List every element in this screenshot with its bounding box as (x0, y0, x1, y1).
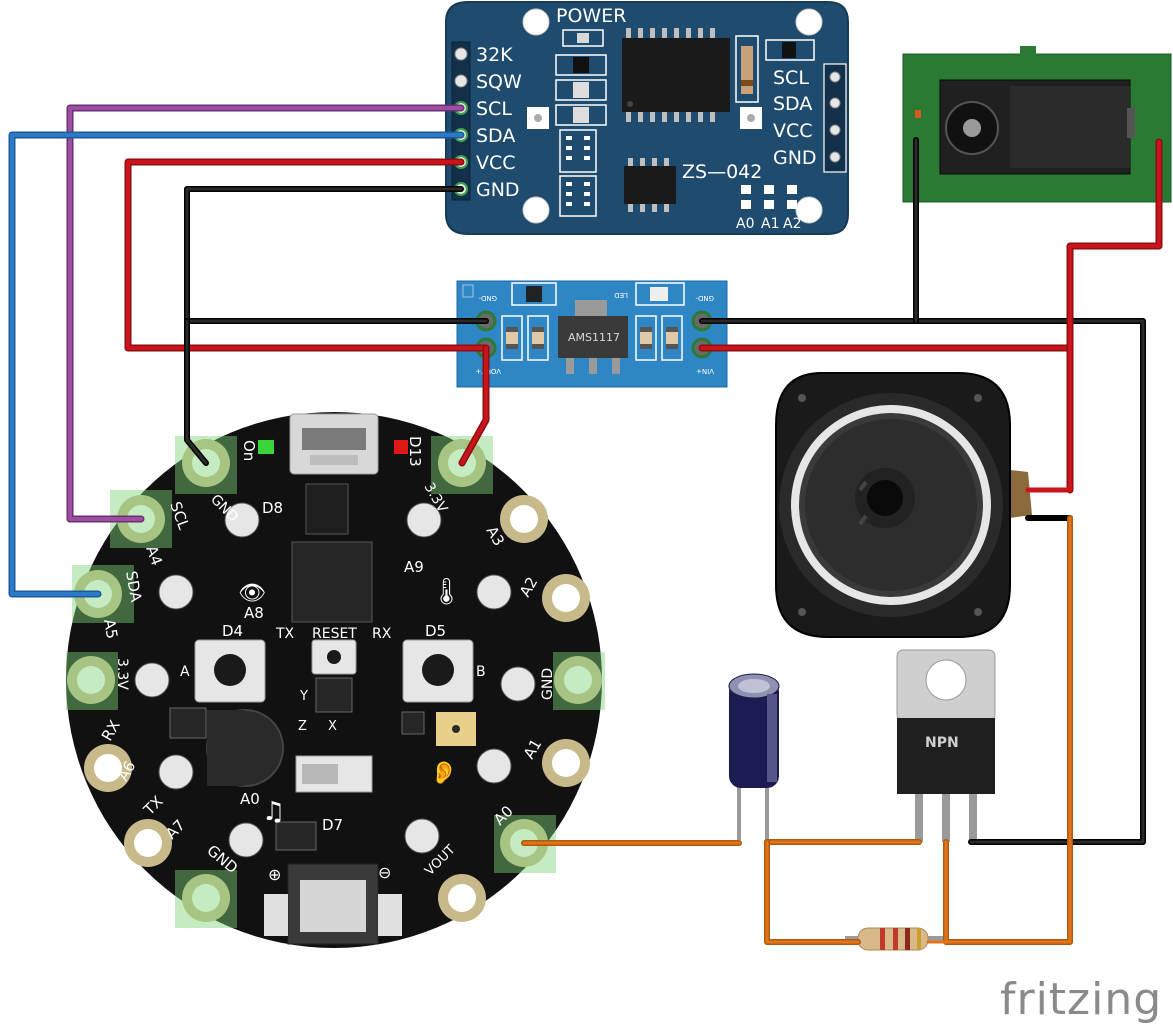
wire-vcc (124, 158, 490, 467)
rtc-pin-sqw: SQW (476, 71, 522, 93)
reg-gnd-in-label: GND- (478, 294, 497, 302)
reg-gnd-out-label: GND- (695, 294, 714, 302)
cpx-label-d8: D8 (262, 499, 283, 517)
cpx-pad-a4: A4 (142, 543, 166, 568)
rtc-right-pin-sda: SDA (773, 93, 812, 115)
cpx-label-d7: D7 (322, 816, 343, 834)
rtc-addr-a1: A1 (761, 216, 779, 232)
cpx-label-reset: RESET (312, 626, 357, 642)
wires (8, 104, 1163, 945)
cpx-label-rx: RX (372, 626, 392, 642)
rtc-pin-scl: SCL (476, 98, 512, 120)
rtc-pin-32k: 32K (476, 44, 513, 66)
cpx-label-btn-a: A (180, 664, 190, 680)
rtc-power-label: POWER (556, 5, 626, 27)
dc-jack-board (902, 46, 1172, 203)
rtc-addr-a2: A2 (783, 216, 801, 232)
cpx-label-d5: D5 (425, 622, 446, 640)
cpx-board: On D13 D8 D4 D5 D7 TX RESET RX A8 A9 A B… (66, 412, 605, 948)
thermometer-icon: 🌡 (430, 577, 463, 607)
rtc-right-pin-scl: SCL (773, 67, 809, 89)
cpx-label-btn-b: B (476, 664, 486, 680)
eye-icon: 👁 (238, 581, 266, 606)
cpx-axis-x: X (328, 719, 337, 734)
rtc-right-pin-gnd: GND (773, 147, 817, 169)
rtc-module: 32K SQW SCL SDA VCC GND POWER (445, 0, 849, 235)
cpx-label-on: On (240, 440, 258, 461)
cpx-pad-a5: A5 (100, 618, 121, 641)
wire-scl (66, 104, 465, 523)
rtc-pin-sda: SDA (476, 125, 515, 147)
rtc-eeprom-chip (624, 158, 676, 212)
cpx-label-a9: A9 (404, 558, 424, 576)
cpx-label-a8: A8 (244, 604, 264, 622)
cpx-label-a0-music: A0 (240, 790, 260, 808)
reg-vin-label: VIN+ (696, 367, 714, 375)
rtc-model-label: ZS—042 (682, 161, 762, 183)
reg-chip: AMS1117 (558, 300, 628, 374)
rtc-pin-gnd: GND (476, 179, 520, 201)
fritzing-logo: fritzing (1000, 974, 1162, 1025)
rtc-chip (622, 28, 730, 122)
wire-sda (8, 131, 465, 598)
wire-gnd-right (699, 137, 1146, 845)
cpx-pad-gnd-right: GND (540, 668, 556, 700)
rtc-right-pin-vcc: VCC (773, 120, 813, 142)
music-note-icon: ♫ (262, 797, 285, 827)
wire-gnd (184, 186, 489, 466)
cpx-pad-3v3-left: 3.3V (114, 658, 130, 690)
cpx-pad-sda: SDA (122, 570, 145, 604)
cpx-axis-z: Z (298, 719, 307, 734)
rtc-addr-a0: A0 (736, 216, 754, 232)
npn-transistor: NPN (896, 649, 996, 842)
reg-led-label: LED (614, 291, 628, 299)
transistor-label: NPN (925, 735, 959, 751)
cpx-label-plus: ⊕ (268, 865, 281, 884)
electrolytic-capacitor (728, 673, 780, 840)
cpx-label-tx: TX (275, 626, 295, 642)
wire-audio (521, 515, 1073, 945)
regulator-module: LED GND- GND- VOUT+ VIN+ AMS1117 (456, 280, 728, 388)
cpx-axis-y: Y (299, 689, 308, 704)
reg-chip-label: AMS1117 (568, 331, 620, 344)
ear-icon: 👂 (430, 760, 457, 786)
speaker (775, 372, 1032, 638)
rtc-pin-vcc: VCC (476, 152, 516, 174)
cpx-label-minus: ⊖ (378, 863, 391, 882)
wire-vin (698, 138, 1163, 494)
resistor (845, 927, 945, 951)
cpx-label-d4: D4 (222, 622, 243, 640)
cpx-label-d13: D13 (406, 436, 424, 467)
